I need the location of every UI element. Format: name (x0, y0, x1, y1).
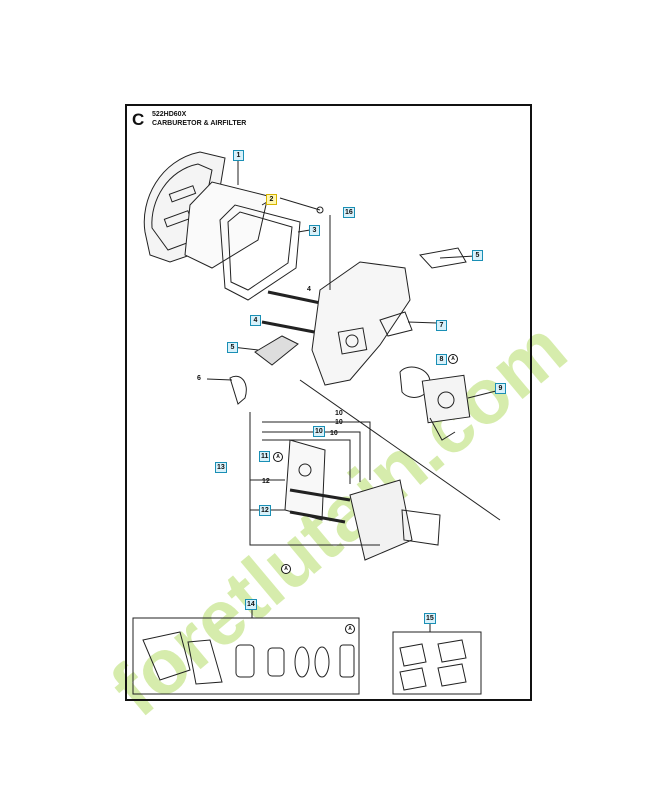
callout-9: 9 (495, 383, 506, 394)
model-number: 522HD60X (152, 111, 187, 118)
carb-housing (311, 261, 411, 386)
carburetor (421, 374, 471, 441)
label-6: 6 (197, 375, 201, 382)
section-title: CARBURETOR & AIRFILTER (152, 120, 247, 127)
callout-4: 4 (250, 315, 261, 326)
kit-14-box (132, 617, 360, 695)
callout-5-clip: 5 (472, 250, 483, 261)
clip-5 (419, 247, 467, 269)
ref-marker-a-bottom: A (281, 564, 291, 574)
callout-8: 8 (436, 354, 447, 365)
callout-1: 1 (233, 150, 244, 161)
ref-marker-a-kit14: A (345, 624, 355, 634)
callout-11: 11 (259, 451, 271, 462)
callout-5: 5 (227, 342, 238, 353)
kit-15-parts (399, 639, 467, 691)
kit-14-parts (142, 631, 355, 685)
diagram-frame (125, 104, 532, 701)
part-6 (229, 375, 247, 405)
callout-3: 3 (309, 225, 320, 236)
section-letter: C (132, 110, 145, 129)
callout-2: 2 (266, 194, 277, 205)
callout-14: 14 (245, 599, 257, 610)
ref-marker-a-8: A (448, 354, 458, 364)
callout-16: 16 (343, 207, 355, 218)
callout-7: 7 (436, 320, 447, 331)
label-10c: 10 (330, 430, 338, 437)
label-12: 12 (262, 478, 270, 485)
ref-marker-a-11: A (273, 452, 283, 462)
label-4-upper: 4 (307, 286, 311, 293)
filter-gasket (219, 204, 301, 301)
callout-15: 15 (424, 613, 436, 624)
intake-assembly (284, 439, 441, 561)
label-10b: 10 (335, 419, 343, 426)
air-filter-element (184, 181, 269, 269)
callout-12: 12 (259, 505, 271, 516)
screw-16 (279, 197, 321, 211)
choke-lever (254, 335, 299, 366)
callout-10: 10 (313, 426, 325, 437)
grommet-7 (379, 311, 413, 337)
callout-13: 13 (215, 462, 227, 473)
kit-15-box (392, 631, 482, 695)
label-10a: 10 (335, 410, 343, 417)
